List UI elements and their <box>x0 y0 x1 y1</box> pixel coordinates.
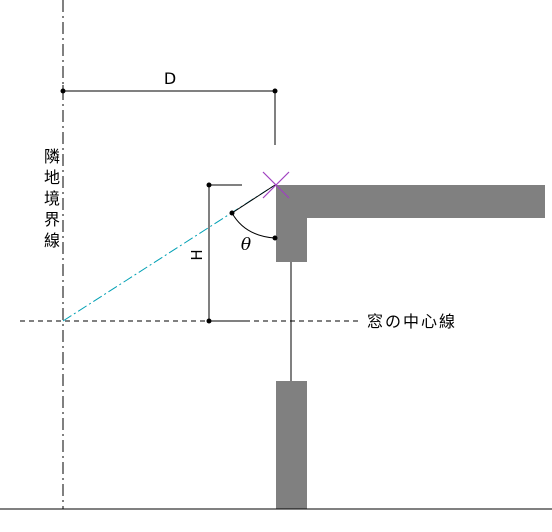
label-boundary-1: 隣 <box>44 147 60 166</box>
label-boundary-4: 界 <box>44 210 60 229</box>
angle-arc-start-dot <box>229 210 235 216</box>
wall-vertical-lower <box>276 381 307 509</box>
angle-arc-end-dot <box>272 235 278 241</box>
label-boundary-2: 地 <box>44 168 60 187</box>
angle-arc <box>231 212 276 239</box>
sight-line <box>62 184 276 322</box>
dimension-h-bottom-dot <box>206 318 212 324</box>
dimension-h-top-dot <box>206 182 212 188</box>
label-theta: θ <box>241 235 251 255</box>
dimension-d-right-dot <box>272 88 278 94</box>
label-boundary-3: 境 <box>44 189 60 208</box>
label-d: D <box>164 69 176 88</box>
wall-horizontal <box>276 185 545 218</box>
marker-x-stroke-2 <box>262 171 290 199</box>
label-h: H <box>188 249 206 260</box>
wall-vertical-upper <box>276 185 307 262</box>
label-window-center-line: 窓の中心線 <box>367 312 457 331</box>
angle-leader <box>231 184 276 214</box>
label-boundary-5: 線 <box>44 231 60 250</box>
dimension-d-left-dot <box>60 88 66 94</box>
